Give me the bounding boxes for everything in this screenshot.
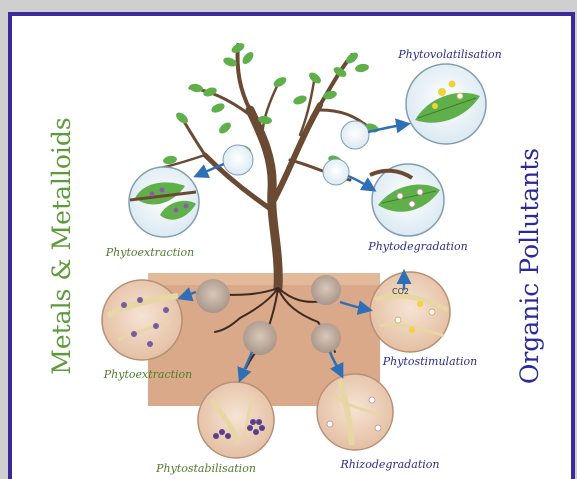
soil-zoom-4 [311,323,341,353]
canopy-zoom-right-top [341,121,369,149]
phytoextraction-leaf-label: Phytoextraction [105,246,195,259]
phytoextraction-soil-bubble [102,280,182,360]
soil-zoom-2 [243,321,277,355]
organic-pollutants-title: Organic Pollutants [515,148,544,384]
phytoextraction-leaf-bubble [129,167,199,237]
metals-metalloids-title: Metals & Metalloids [47,117,76,375]
canopy-zoom-right-mid [323,159,349,185]
co2-label: CO2 [392,287,409,296]
phytostabilisation-bubble [198,382,274,458]
phytostimulation-label: Phytostimulation [382,355,478,368]
phytoextraction-soil-label: Phytoextraction [103,368,193,381]
rhizodegradation-bubble [317,374,393,450]
phytovolatilisation-label: Phytovolatilisation [397,48,501,61]
soil-zoom-1 [196,279,230,313]
phytovolatilisation-bubble [406,64,486,144]
white-panel [10,14,573,479]
soil-area-top-shade [148,273,380,285]
canopy-zoom-left [223,145,253,175]
soil-zoom-3 [311,275,341,305]
phytostabilisation-label: Phytostabilisation [155,462,256,475]
phytostimulation-bubble: CO2 [370,272,450,352]
phytodegradation-label: Phytodegradation [367,240,467,253]
rhizodegradation-label: Rhizodegradation [340,458,440,471]
